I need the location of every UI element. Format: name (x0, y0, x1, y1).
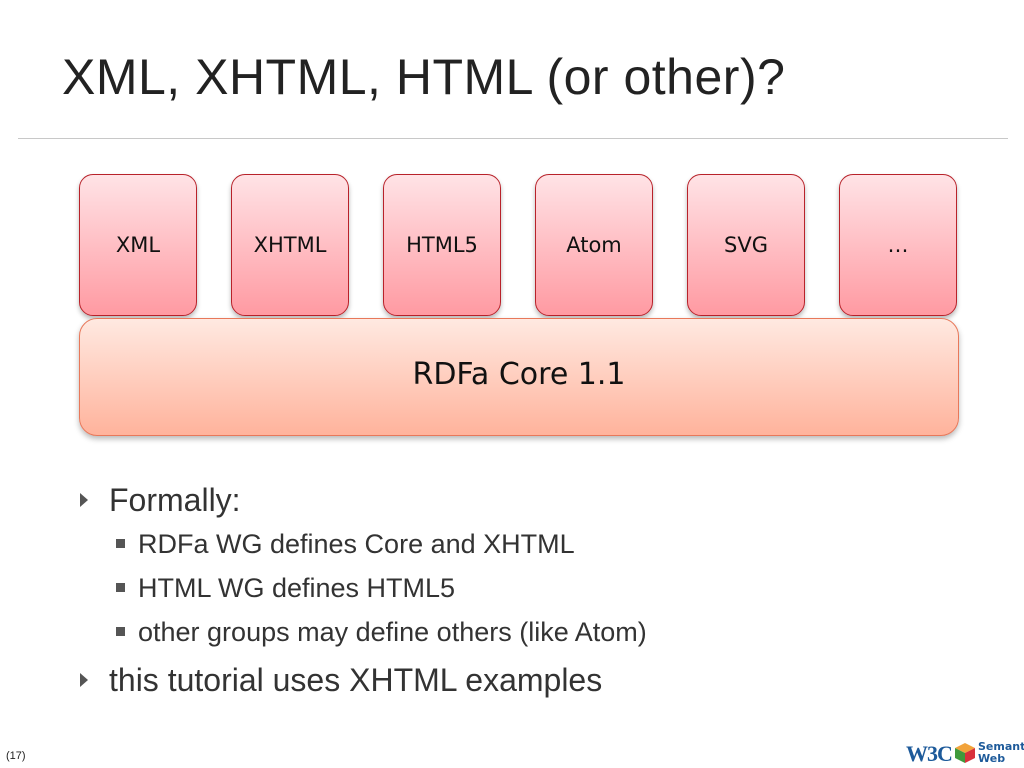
semantic-web-label-line1: Semantic (978, 740, 1024, 753)
page-number: (17) (6, 750, 26, 762)
semantic-web-label-line2: Web (978, 752, 1006, 765)
semantic-web-cube-icon (955, 743, 975, 763)
bullet-text: Formally: (109, 482, 241, 518)
host-language-box-svg: SVG (687, 174, 805, 316)
sub-bullet-item: other groups may define others (like Ato… (78, 610, 978, 654)
sub-bullet-item: RDFa WG defines Core and XHTML (78, 522, 978, 566)
square-bullet-icon (116, 583, 125, 592)
bullet-text: this tutorial uses XHTML examples (109, 662, 603, 698)
square-bullet-icon (116, 627, 125, 636)
bullet-list: Formally: RDFa WG defines Core and XHTML… (78, 478, 978, 702)
sub-bullet-text: RDFa WG defines Core and XHTML (138, 529, 575, 559)
triangle-bullet-icon (80, 493, 88, 507)
triangle-bullet-icon (80, 673, 88, 687)
semantic-web-label: Semantic Web (978, 741, 1024, 765)
w3c-semantic-web-logo: W3C Semantic Web (906, 740, 1024, 767)
bullet-item: this tutorial uses XHTML examples (78, 658, 978, 702)
host-language-box-atom: Atom (535, 174, 653, 316)
sub-bullet-text: other groups may define others (like Ato… (138, 617, 647, 647)
core-box: RDFa Core 1.1 (79, 318, 959, 436)
square-bullet-icon (116, 539, 125, 548)
slide-title: XML, XHTML, HTML (or other)? (62, 49, 786, 105)
sub-bullet-item: HTML WG defines HTML5 (78, 566, 978, 610)
host-language-box-xhtml: XHTML (231, 174, 349, 316)
host-language-box-xml: XML (79, 174, 197, 316)
host-language-box-ellipsis: … (839, 174, 957, 316)
sub-bullet-text: HTML WG defines HTML5 (138, 573, 456, 603)
bullet-item: Formally: (78, 478, 978, 522)
host-language-box-html5: HTML5 (383, 174, 501, 316)
w3c-logo-text: W3C (906, 741, 953, 766)
title-divider (18, 138, 1008, 139)
